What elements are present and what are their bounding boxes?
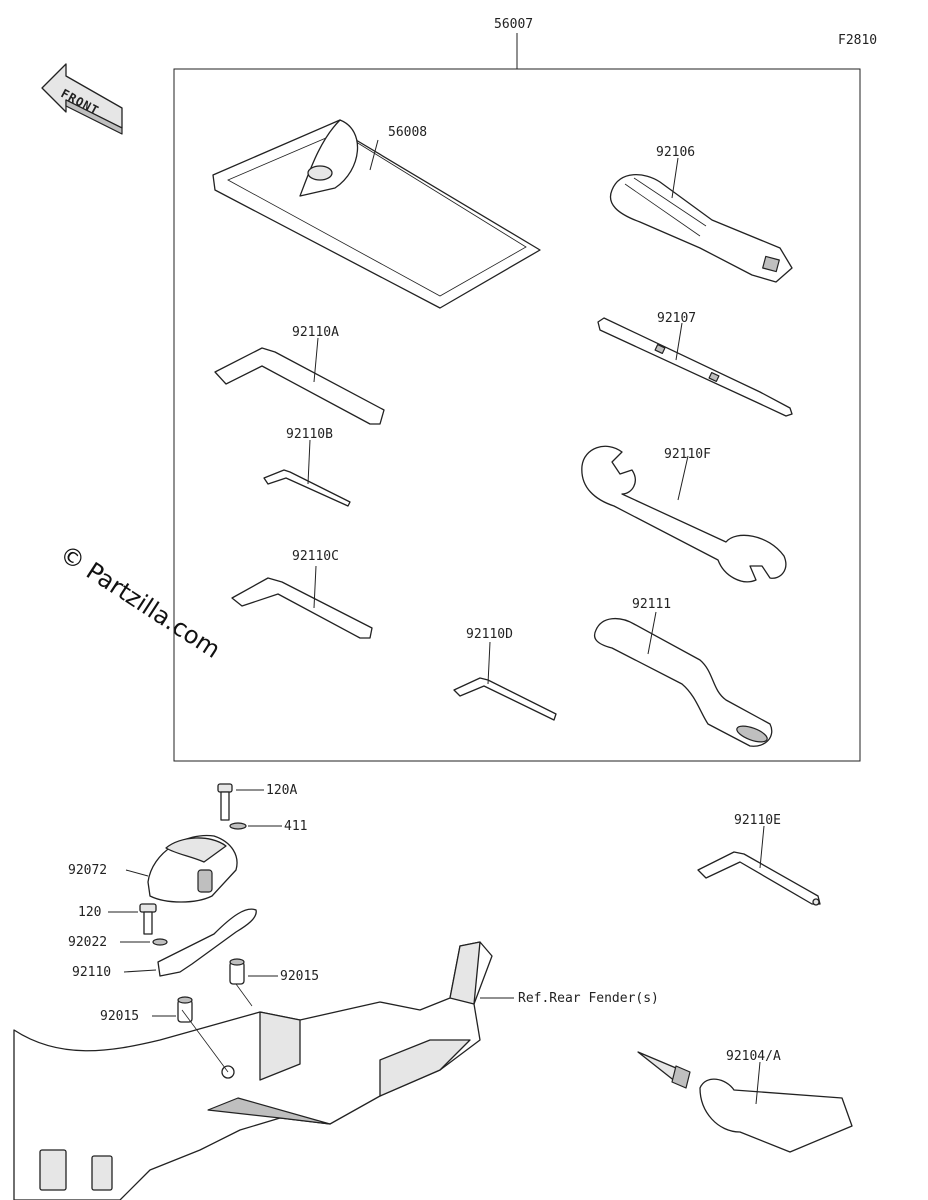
hex-key-b: 92110B (263, 427, 351, 507)
hex-key-e: 92110E (697, 813, 821, 906)
rear-fender: Ref.Rear Fender(s) (13, 941, 659, 1200)
figure-code: F2810 (838, 33, 877, 48)
bolt-120: 120 (78, 903, 157, 935)
part-label-hex-b: 92110B (286, 427, 333, 442)
screwdriver-bit: 92107 (597, 311, 793, 417)
cover-92072: 92072 (68, 834, 238, 903)
open-end-wrench: 92110F (581, 445, 787, 583)
bolt-120a: 120A (217, 783, 297, 821)
part-label-grease: 92104/A (726, 1049, 781, 1064)
part-label-hex-d: 92110D (466, 627, 513, 642)
part-label-bag: 56008 (388, 125, 427, 140)
part-label-hex-e: 92110E (734, 813, 781, 828)
part-label-washer-411: 411 (284, 819, 307, 834)
hex-key-d: 92110D (453, 627, 557, 721)
part-label-collar-lower: 92015 (100, 1009, 139, 1024)
collar-upper: 92015 (229, 958, 319, 985)
part-label-extension: 92111 (632, 597, 671, 612)
part-label-screwdriver-handle: 92106 (656, 145, 695, 160)
extension-bar: 92111 (593, 597, 773, 747)
screwdriver-handle: 92106 (609, 145, 793, 283)
part-label-bolt-120: 120 (78, 905, 101, 920)
part-label-washer-92022: 92022 (68, 935, 107, 950)
mounting-assembly: 120A 411 92072 120 92022 (13, 783, 659, 1200)
tool-kit-box: 56007 (173, 17, 861, 762)
part-label-ref-fender: Ref.Rear Fender(s) (518, 991, 659, 1006)
part-label-screwdriver-bit: 92107 (657, 311, 696, 326)
hex-key-c: 92110C (231, 549, 373, 639)
front-arrow-icon: FRONT (41, 63, 123, 135)
part-label-collar-upper: 92015 (280, 969, 319, 984)
part-label-hex-c: 92110C (292, 549, 339, 564)
watermark: © Partzilla.com (55, 540, 226, 664)
collar-lower: 92015 (100, 996, 193, 1024)
grease-tube: 92104/A (637, 1049, 853, 1153)
part-label-wrench: 92110F (664, 447, 711, 462)
part-label-bracket: 92110 (72, 965, 111, 980)
kit-label: 56007 (494, 17, 533, 32)
washer-92022: 92022 (68, 935, 168, 950)
tool-bag: 56008 (212, 119, 541, 309)
hex-key-a: 92110A (214, 325, 385, 425)
part-label-hex-a: 92110A (292, 325, 339, 340)
part-label-cover: 92072 (68, 863, 107, 878)
bracket-92110: 92110 (72, 908, 257, 980)
part-label-bolt-120a: 120A (266, 783, 297, 798)
washer-411: 411 (229, 819, 307, 834)
